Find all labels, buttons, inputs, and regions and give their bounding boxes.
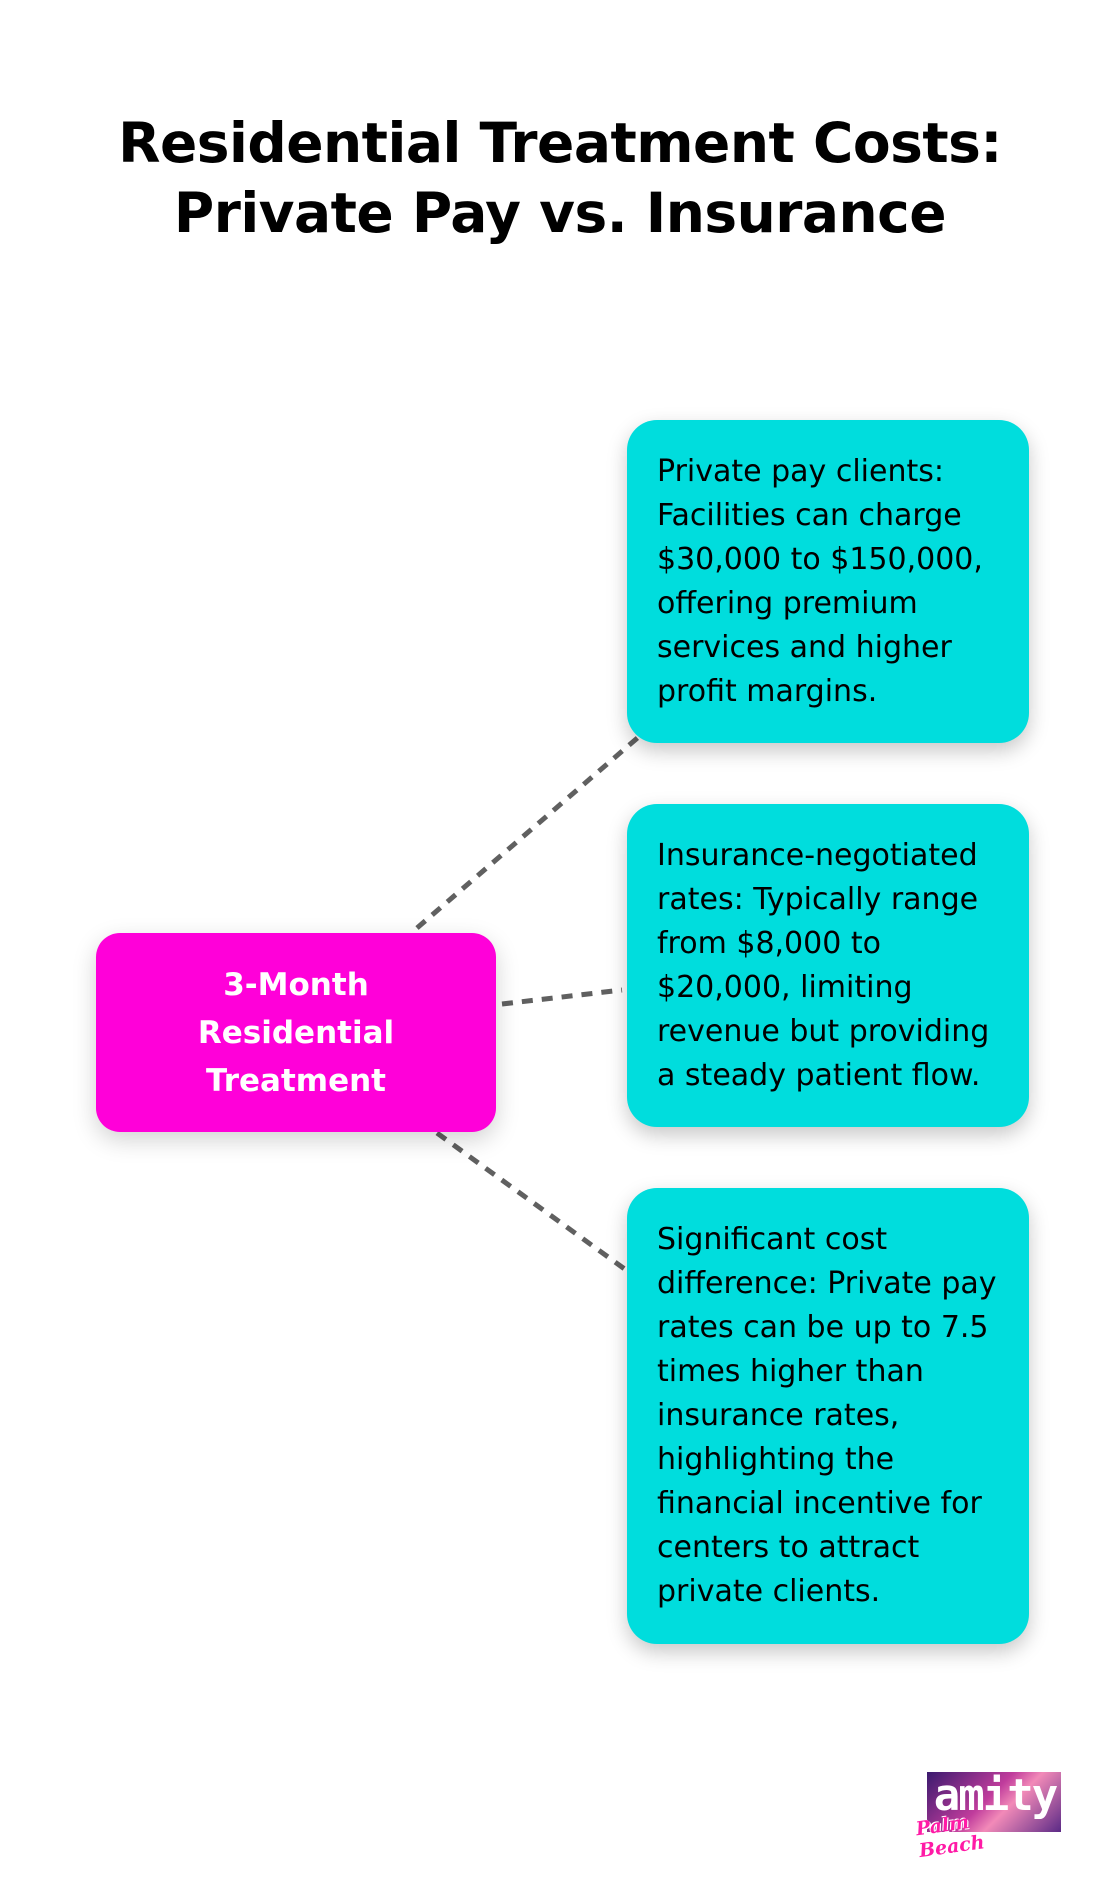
- card-text-line: $20,000, limiting: [657, 970, 913, 1005]
- card-text-line: highlighting the: [657, 1442, 895, 1477]
- card-insurance-rates: Insurance-negotiated rates: Typically ra…: [627, 804, 1029, 1127]
- card-text-line: Insurance-negotiated: [657, 838, 978, 873]
- card-text-line: $30,000 to $150,000,: [657, 542, 983, 577]
- connector-to-cost-difference: [435, 1130, 628, 1273]
- card-text-line: centers to attract: [657, 1530, 920, 1565]
- page-title: Residential Treatment Costs: Private Pay…: [0, 108, 1120, 248]
- card-text-line: offering premium: [657, 586, 918, 621]
- card-text-line: Private pay clients:: [657, 454, 944, 489]
- card-text-line: Significant cost: [657, 1222, 888, 1257]
- amity-palm-beach-logo: amity Palm Beach: [915, 1770, 1063, 1862]
- title-line-2: Private Pay vs. Insurance: [173, 181, 947, 245]
- card-text-line: from $8,000 to: [657, 926, 881, 961]
- central-topic-node: 3-Month Residential Treatment: [96, 933, 496, 1132]
- hub-line-2: Residential: [197, 1014, 395, 1051]
- logo-cityscape-background: [927, 1772, 1061, 1832]
- hub-line-1: 3-Month: [223, 966, 369, 1003]
- card-text-line: Facilities can charge: [657, 498, 962, 533]
- card-text-line: rates: Typically range: [657, 882, 979, 917]
- card-text-line: a steady patient flow.: [657, 1058, 981, 1093]
- card-text-line: private clients.: [657, 1574, 881, 1609]
- card-private-pay: Private pay clients: Facilities can char…: [627, 420, 1029, 743]
- hub-line-3: Treatment: [205, 1062, 386, 1099]
- card-text-line: difference: Private pay: [657, 1266, 997, 1301]
- connector-to-insurance: [501, 987, 623, 1007]
- card-text-line: rates can be up to 7.5: [657, 1310, 989, 1345]
- card-text-line: profit margins.: [657, 674, 878, 709]
- card-text-line: times higher than: [657, 1354, 924, 1389]
- card-text-line: insurance rates,: [657, 1398, 900, 1433]
- logo-wordmark: amity: [933, 1770, 1058, 1821]
- card-text-line: revenue but providing: [657, 1014, 990, 1049]
- connector-to-private-pay: [415, 732, 644, 930]
- card-cost-difference: Significant cost difference: Private pay…: [627, 1188, 1029, 1644]
- title-line-1: Residential Treatment Costs:: [118, 111, 1002, 175]
- card-text-line: services and higher: [657, 630, 952, 665]
- card-text-line: financial incentive for: [657, 1486, 982, 1521]
